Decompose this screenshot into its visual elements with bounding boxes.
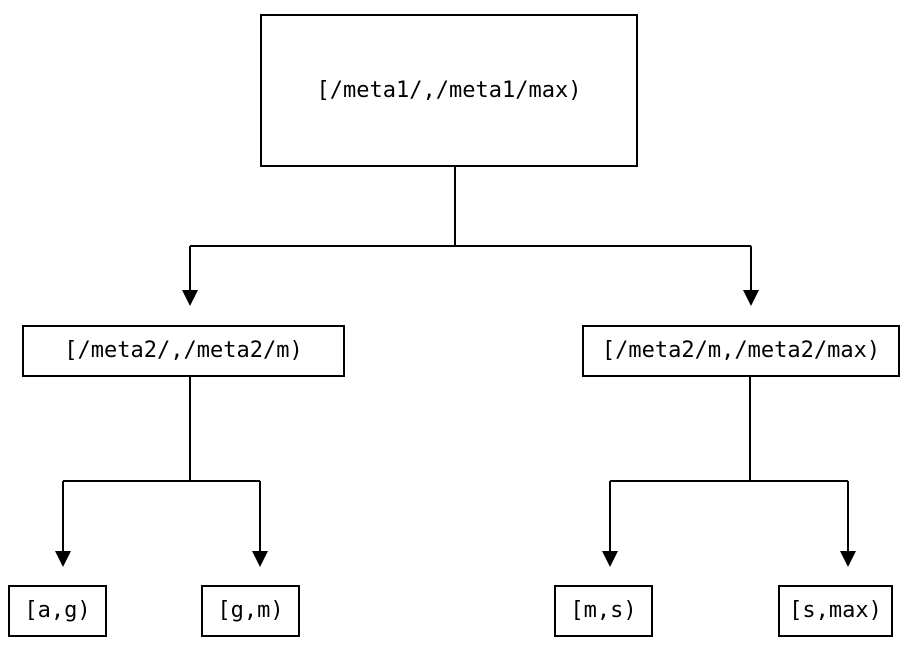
edge-arrowheads: [55, 290, 856, 567]
edge-lines: [62, 167, 849, 551]
tree-node-leaf-gm: [g,m): [201, 585, 300, 637]
node-label: [/meta1/,/meta1/max): [316, 77, 582, 103]
node-label: [m,s): [570, 598, 637, 623]
arrowhead-icon: [840, 551, 856, 567]
tree-node-right: [/meta2/m,/meta2/max): [582, 325, 900, 377]
node-label: [a,g): [24, 598, 91, 623]
node-label: [s,max): [789, 598, 882, 623]
arrowhead-icon: [743, 290, 759, 306]
node-label: [/meta2/m,/meta2/max): [601, 338, 881, 363]
tree-node-leaf-ag: [a,g): [8, 585, 107, 637]
tree-node-leaf-ms: [m,s): [554, 585, 653, 637]
arrowhead-icon: [55, 551, 71, 567]
arrowhead-icon: [602, 551, 618, 567]
tree-node-root: [/meta1/,/meta1/max): [260, 14, 638, 167]
node-label: [/meta2/,/meta2/m): [64, 338, 303, 363]
arrowhead-icon: [252, 551, 268, 567]
node-label: [g,m): [217, 598, 284, 623]
arrowhead-icon: [182, 290, 198, 306]
tree-node-leaf-smax: [s,max): [778, 585, 893, 637]
tree-node-left: [/meta2/,/meta2/m): [22, 325, 345, 377]
